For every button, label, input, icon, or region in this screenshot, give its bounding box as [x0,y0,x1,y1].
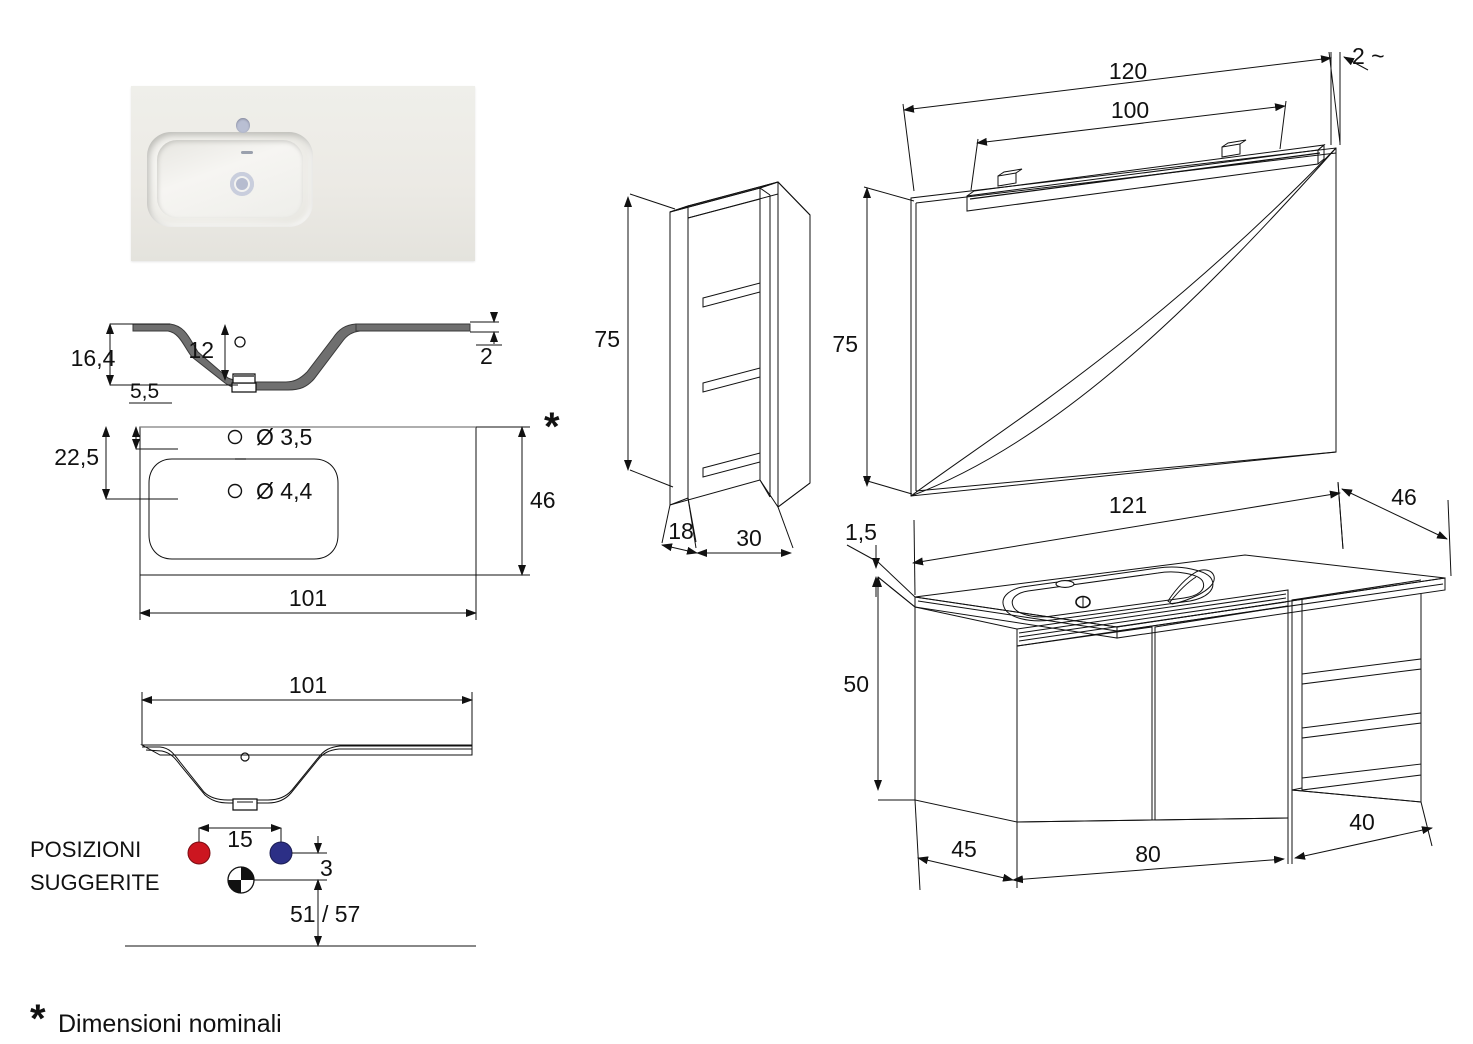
dim-mirror-height: 75 [832,186,915,495]
dim-label-2: 2 [480,343,493,369]
suggested-positions-view: 15 3 51 / 57 [30,824,476,947]
dim-positions-spacing: 15 [198,824,282,852]
dim-label-80: 80 [1135,841,1161,867]
washbasin-photo [131,86,475,261]
dim-label-16-4: 16,4 [71,345,116,371]
positions-label-line2: SUGGERITE [30,870,160,895]
dim-label-1-5: 1,5 [845,519,877,545]
dim-label-15: 15 [227,826,253,852]
dim-label-120: 120 [1109,58,1147,84]
dim-plan-depth: 46 [476,426,556,576]
tap-hole-icon [236,118,250,133]
washbasin-section-view: 16,4 12 2 [71,312,502,393]
dim-label-40: 40 [1349,809,1375,835]
dim-vanity-side-depth: 45 [914,799,1018,891]
dim-section-rim-thickness: 2 [470,312,502,369]
dim-plan-tap-offset: 22,5 [54,426,178,500]
dim-label-45: 45 [951,836,977,862]
vanity-unit-view: 121 46 1,5 [843,481,1452,891]
positions-label-line1: POSIZIONI [30,837,141,862]
dim-label-22-5: 22,5 [54,444,99,470]
waste-hole-center-icon [236,178,248,190]
dim-label-121: 121 [1109,492,1147,518]
dim-label-12: 12 [188,337,214,363]
footnote: * Dimensioni nominali [30,997,282,1041]
dim-cabinet-height: 75 [594,193,676,488]
dim-label-50: 50 [843,671,869,697]
tap-hole-symbol-icon [227,429,243,445]
dim-label-100: 100 [1111,97,1149,123]
nominal-marker-asterisk: * [544,405,560,449]
washbasin-plan-view: Ø 3,5 Ø 4,4 5,5 22,5 46 [54,380,560,620]
dim-vanity-open-width: 40 [1291,790,1433,864]
dim-light-width: 100 [970,97,1287,191]
dim-label-75-cabinet: 75 [594,326,620,352]
waste-hole-symbol-icon [227,483,243,499]
wall-column-cabinet-view: 75 18 30 [594,181,811,557]
blue-dot [269,841,293,865]
hole-label-waste: Ø 4,4 [256,478,312,504]
dim-plan-width: 101 [139,575,477,620]
dim-label-51-57: 51 / 57 [290,901,360,927]
vanity-tap-hole-icon [1055,580,1075,588]
mirror-view: 120 100 2 ~ 75 [832,43,1385,497]
dim-vanity-depth: 46 [1337,481,1452,577]
dim-section-bowl-depth: 12 [188,324,246,381]
washbasin-front-view: 101 [140,672,473,811]
hole-label-tap: Ø 3,5 [256,424,312,450]
dim-vanity-height: 50 [843,576,916,801]
dim-vanity-top-thickness: 1,5 [845,519,916,608]
footnote-asterisk: * [30,997,46,1041]
dim-mirror-thickness: 2 ~ [1330,43,1385,145]
degree-circle-icon [234,336,246,348]
dim-front-width: 101 [141,672,473,745]
dim-vanity-width: 121 [912,481,1344,596]
front-tap-hole-icon [240,752,250,762]
dim-label-3: 3 [320,855,333,881]
red-dot [187,841,211,865]
dim-cabinet-depth: 18 [661,497,698,555]
footnote-text: Dimensioni nominali [58,1010,282,1038]
overflow-slot-icon [241,151,253,154]
dim-mirror-width: 120 [902,51,1341,192]
dim-positions-drain-offset: 3 [254,836,333,897]
dim-section-height: 16,4 [71,323,238,386]
dim-label-75-mirror: 75 [832,331,858,357]
dim-positions-floor-height: 51 / 57 [290,879,360,947]
dim-label-2-approx: 2 ~ [1352,43,1385,69]
dim-label-101-plan: 101 [289,585,327,611]
dim-label-46-vanity: 46 [1391,484,1417,510]
dim-plan-edge-offset: 5,5 [129,380,178,450]
dim-cabinet-width: 30 [687,497,794,557]
drain-pinwheel [227,866,255,894]
dim-label-5-5: 5,5 [130,380,159,403]
dim-label-30: 30 [736,525,762,551]
dim-label-46: 46 [530,487,556,513]
dim-vanity-door-width: 80 [1012,818,1289,888]
dim-label-101-front: 101 [289,672,327,698]
dim-label-18: 18 [668,518,694,544]
